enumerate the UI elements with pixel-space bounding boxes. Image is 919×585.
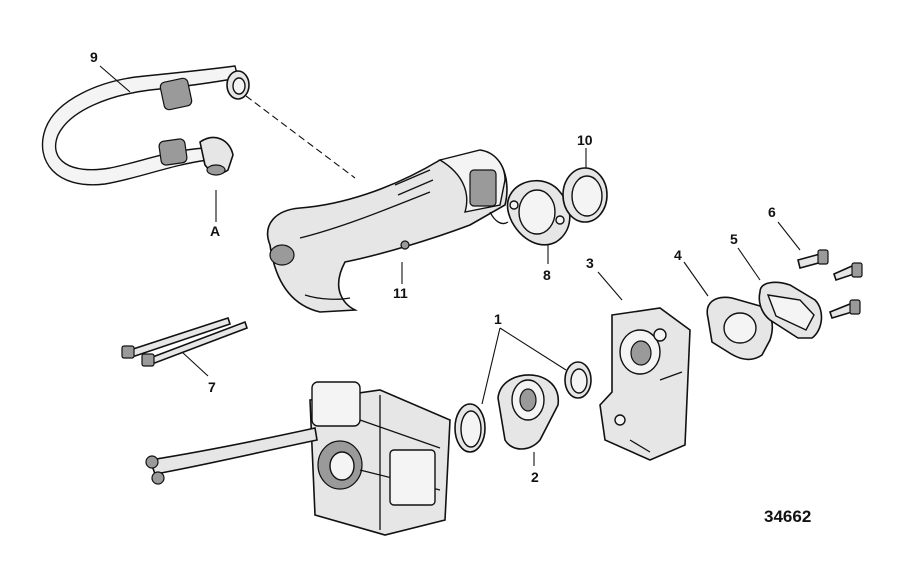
adapter-part-2 <box>497 374 560 450</box>
callout-4: 4 <box>674 247 682 263</box>
intake-manifold-part-11 <box>266 149 509 313</box>
callout-8: 8 <box>543 267 551 283</box>
hose-part-9 <box>41 65 250 186</box>
callout-1: 1 <box>494 311 502 327</box>
callout-A: A <box>210 223 221 239</box>
callout-11: 11 <box>393 285 408 301</box>
callout-6: 6 <box>768 204 776 220</box>
callout-2: 2 <box>531 469 539 485</box>
oring-part-10 <box>562 167 608 223</box>
figure-number: 34662 <box>764 507 812 526</box>
callout-5: 5 <box>730 231 738 247</box>
callout-10: 10 <box>577 132 593 148</box>
plate-part-4 <box>706 296 774 361</box>
carburetor-assembly <box>145 381 451 536</box>
callout-3: 3 <box>586 255 594 271</box>
long-bolts-part-7 <box>121 316 249 367</box>
screws-part-6 <box>797 249 863 319</box>
gasket-part-8 <box>506 179 571 246</box>
gasket-part-5 <box>758 281 823 339</box>
leader-lines <box>99 65 801 466</box>
callout-9: 9 <box>90 49 98 65</box>
dashed-alignment-line <box>245 95 356 179</box>
callout-7: 7 <box>208 379 216 395</box>
oring-pair-part-1 <box>454 361 592 453</box>
reed-block-part-3 <box>599 307 691 461</box>
